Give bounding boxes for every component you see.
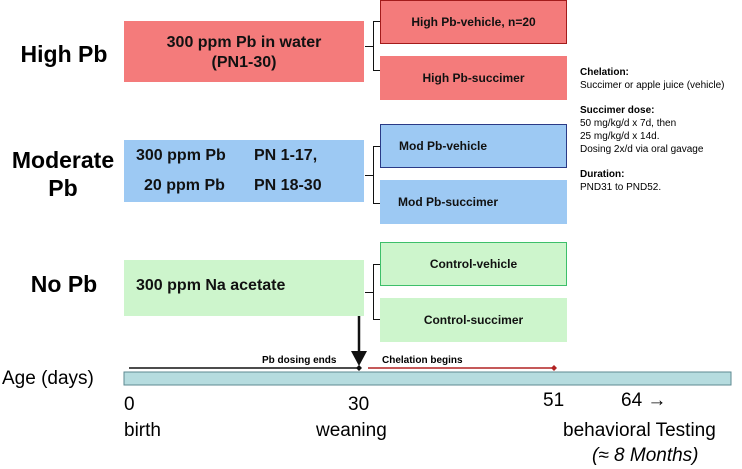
treatment-mod-period-1: PN 1-17, bbox=[254, 147, 318, 164]
treatment-mod-dose-2: 20 ppm Pb bbox=[144, 177, 225, 194]
notes-dose-line-1: 50 mg/kg/d x 7d, then bbox=[580, 118, 677, 129]
chelation-end-marker bbox=[551, 365, 557, 371]
notes-dose-heading: Succimer dose: bbox=[580, 105, 655, 116]
notes-dose-line-3: Dosing 2x/d via oral gavage bbox=[580, 144, 704, 155]
subgroup-mod-pb-succimer: Mod Pb-succimer bbox=[380, 180, 567, 224]
subgroup-control-succimer: Control-succimer bbox=[380, 298, 567, 342]
bracket-high-pb bbox=[373, 21, 381, 71]
tick-30-caption: weaning bbox=[316, 420, 387, 441]
tick-51-value: 51 bbox=[543, 390, 565, 411]
subgroup-high-pb-vehicle: High Pb-vehicle, n=20 bbox=[380, 0, 567, 44]
group-label-high-pb: High Pb bbox=[20, 41, 108, 67]
treatment-high-line2: (PN1-30) bbox=[211, 54, 277, 71]
treatment-box-no-pb: 300 ppm Na acetate bbox=[124, 260, 364, 316]
treatment-mod-dose-1: 300 ppm Pb bbox=[136, 147, 226, 164]
age-axis-bar bbox=[123, 371, 732, 386]
notes-chelation-heading: Chelation: bbox=[580, 67, 629, 78]
group-label-moderate-line2: Pb bbox=[48, 175, 78, 201]
pb-dosing-label: Pb dosing ends bbox=[262, 355, 337, 366]
notes-duration-text: PND31 to PND52. bbox=[580, 182, 662, 193]
group-label-no-pb: No Pb bbox=[30, 271, 98, 297]
bracket-no-pb bbox=[373, 264, 381, 320]
notes-dose-line-2: 25 mg/kg/d x 14d. bbox=[580, 131, 660, 142]
chelation-label: Chelation begins bbox=[382, 355, 463, 366]
group-label-moderate-pb: Moderate Pb bbox=[2, 146, 124, 202]
eight-months-caption: (≈ 8 Months) bbox=[592, 445, 699, 466]
notes-panel: Chelation: Succimer or apple juice (vehi… bbox=[580, 66, 740, 194]
tick-64-value: 64 → bbox=[621, 390, 667, 411]
notes-duration-heading: Duration: bbox=[580, 169, 625, 180]
pb-dosing-end-marker bbox=[356, 365, 362, 371]
treatment-high-line1: 300 ppm Pb in water bbox=[166, 34, 322, 51]
bracket-high-pb-stub bbox=[365, 46, 373, 47]
weaning-arrow-head bbox=[351, 351, 367, 366]
bracket-moderate-pb-stub bbox=[365, 175, 373, 176]
tick-0-value: 0 bbox=[124, 394, 135, 415]
subgroup-control-vehicle: Control-vehicle bbox=[380, 242, 567, 286]
bracket-no-pb-stub bbox=[365, 292, 373, 293]
treatment-box-high-pb: 300 ppm Pb in water (PN1-30) bbox=[124, 21, 364, 82]
treatment-box-moderate-pb: 300 ppm Pb PN 1-17, 20 ppm Pb PN 18-30 bbox=[124, 140, 364, 202]
age-axis-label: Age (days) bbox=[2, 368, 94, 389]
tick-0-caption: birth bbox=[124, 420, 161, 441]
group-label-moderate-line1: Moderate bbox=[11, 147, 115, 173]
notes-chelation-text: Succimer or apple juice (vehicle) bbox=[580, 80, 725, 91]
treatment-no-pb-text: 300 ppm Na acetate bbox=[136, 277, 286, 294]
subgroup-high-pb-succimer: High Pb-succimer bbox=[380, 56, 567, 100]
treatment-mod-period-2: PN 18-30 bbox=[254, 177, 322, 194]
behavioral-testing-caption: behavioral Testing bbox=[563, 420, 716, 441]
tick-30-value: 30 bbox=[348, 394, 370, 415]
bracket-moderate-pb bbox=[373, 146, 381, 204]
subgroup-mod-pb-vehicle: Mod Pb-vehicle bbox=[380, 124, 567, 168]
